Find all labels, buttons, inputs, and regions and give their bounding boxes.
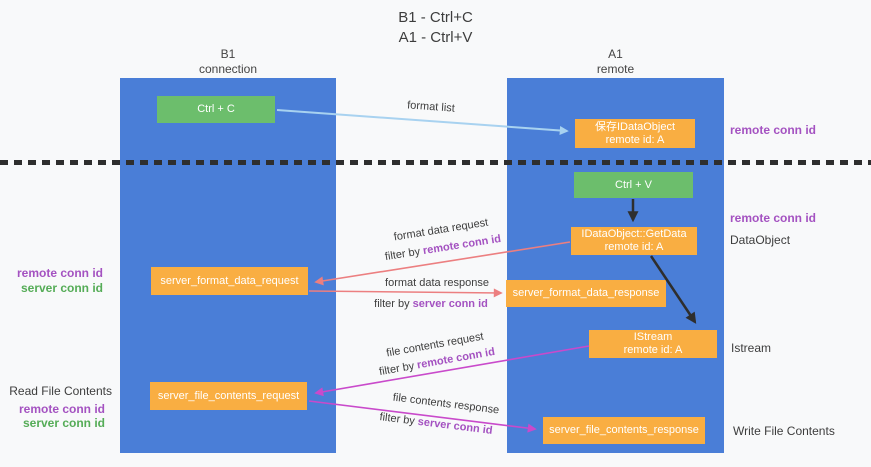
server-file-contents-request-label: server_file_contents_request	[157, 389, 300, 402]
server-file-contents-request-box: server_file_contents_request	[150, 382, 307, 410]
ctrl-v-label: Ctrl + V	[615, 178, 652, 191]
label-file-contents-response: file contents response	[392, 391, 500, 417]
format-data-response-arrow	[308, 288, 503, 298]
left-server-conn-id-1: server conn id	[20, 281, 103, 295]
save-idataobject-box: 保存IDataObject remote id: A	[575, 119, 695, 148]
right-remote-conn-id-mid: remote conn id	[730, 211, 817, 225]
label-format-list: format list	[406, 99, 456, 115]
server-file-contents-response-label: server_file_contents_response	[549, 424, 699, 436]
filter-prefix: filter by	[378, 411, 419, 428]
left-remote-conn-id-2: remote conn id	[18, 402, 105, 416]
right-remote-conn-id-top: remote conn id	[730, 123, 817, 137]
left-read-file-contents-label: Read File Contents	[9, 384, 112, 398]
ctrl-c-box: Ctrl + C	[157, 96, 275, 123]
filter-highlight-server-conn-id: server conn id	[412, 298, 488, 310]
server-format-data-request-box: server_format_data_request	[151, 267, 308, 295]
right-dataobject-label: DataObject	[730, 233, 791, 247]
getdata-line2: remote id: A	[604, 241, 664, 253]
filter-prefix: filter by	[384, 245, 425, 264]
istream-box: IStream remote id: A	[589, 330, 717, 358]
dashed-divider-line	[0, 160, 871, 165]
filter-prefix: filter by	[378, 359, 419, 379]
right-write-file-contents-label: Write File Contents	[733, 424, 835, 438]
label-format-data-response: format data response	[385, 277, 489, 289]
label-format-data-response-filter: filter by server conn id	[374, 298, 488, 310]
title-line-1: B1 - Ctrl+C	[398, 9, 473, 26]
left-column-name: B1	[220, 47, 236, 61]
server-file-contents-response-box: server_file_contents_response	[543, 417, 705, 444]
right-column-header: A1 remote	[507, 47, 724, 77]
left-server-conn-id-2: server conn id	[22, 416, 105, 430]
server-format-data-response-label: server_format_data_response	[512, 287, 660, 299]
server-format-data-response-box: server_format_data_response	[506, 280, 666, 307]
save-idataobject-line1: 保存IDataObject	[594, 120, 676, 133]
filter-highlight-server-conn-id: server conn id	[417, 415, 494, 437]
getdata-line1: IDataObject::GetData	[581, 228, 687, 240]
title-line-2: A1 - Ctrl+V	[398, 29, 473, 46]
ctrl-c-label: Ctrl + C	[197, 103, 235, 115]
server-format-data-request-label: server_format_data_request	[160, 274, 299, 287]
idataobject-getdata-box: IDataObject::GetData remote id: A	[571, 227, 697, 255]
right-column-role: remote	[596, 62, 635, 76]
label-file-contents-response-filter: filter by server conn id	[379, 411, 493, 437]
right-column-name: A1	[608, 47, 623, 61]
left-remote-conn-id-1: remote conn id	[16, 266, 103, 280]
left-column-header: B1 connection	[120, 47, 336, 77]
right-istream-label: Istream	[731, 341, 772, 355]
diagram-title: B1 - Ctrl+C A1 - Ctrl+V	[0, 8, 871, 48]
istream-line2: remote id: A	[623, 344, 683, 356]
istream-line1: IStream	[633, 331, 673, 343]
left-column-role: connection	[198, 62, 258, 76]
save-idataobject-line2: remote id: A	[605, 133, 665, 146]
ctrl-v-box: Ctrl + V	[574, 172, 693, 198]
filter-prefix: filter by	[374, 298, 413, 310]
